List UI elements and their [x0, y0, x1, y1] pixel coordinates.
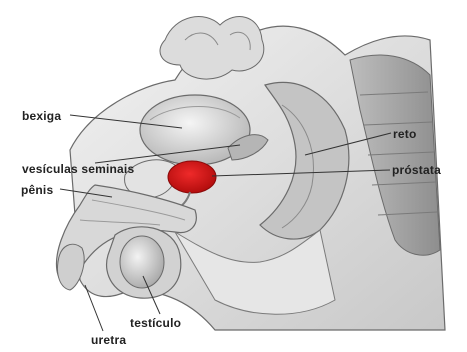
label-penis: pênis — [21, 183, 53, 197]
label-vesiculas-seminais: vesículas seminais — [22, 162, 134, 176]
intestine — [160, 17, 264, 79]
label-prostata: próstata — [392, 163, 441, 177]
label-uretra: uretra — [91, 333, 126, 347]
testis — [120, 236, 164, 288]
label-reto: reto — [393, 127, 416, 141]
prostate — [168, 161, 216, 193]
label-testiculo: testículo — [130, 316, 181, 330]
glans — [58, 244, 85, 290]
label-bexiga: bexiga — [22, 109, 61, 123]
